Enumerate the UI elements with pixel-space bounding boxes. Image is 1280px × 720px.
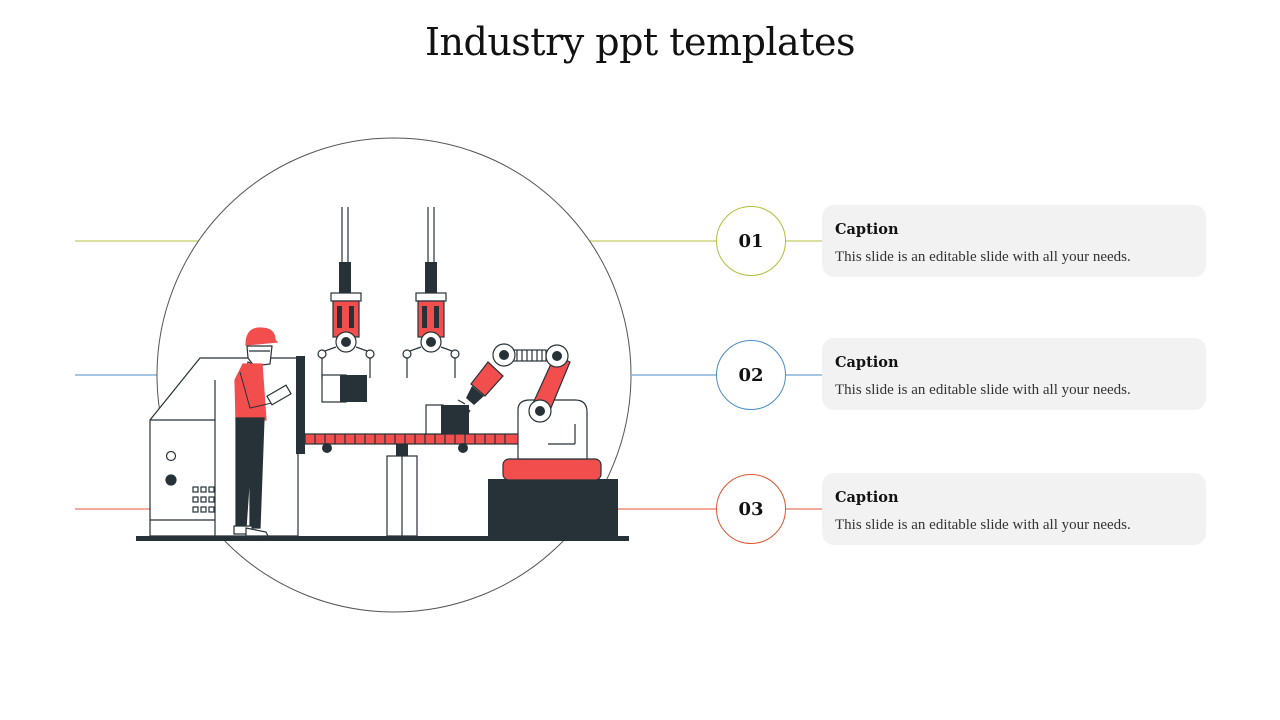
gripper-right — [402, 207, 460, 378]
caption-text: This slide is an editable slide with all… — [835, 382, 1131, 398]
caption-title: Caption — [835, 221, 899, 238]
caption-text: This slide is an editable slide with all… — [835, 249, 1131, 265]
slide-title: Industry ppt templates — [425, 20, 855, 64]
caption-box-01: Caption This slide is an editable slide … — [822, 205, 1206, 277]
floor-line — [136, 536, 629, 541]
machine-panel — [296, 356, 305, 454]
worker — [233, 327, 292, 537]
caption-title: Caption — [835, 489, 899, 506]
caption-text: This slide is an editable slide with all… — [835, 517, 1131, 533]
caption-box-02: Caption This slide is an editable slide … — [822, 338, 1206, 410]
robot-arm — [457, 343, 618, 536]
step-number-01: 01 — [716, 206, 786, 276]
conveyor — [304, 433, 520, 537]
step-number-03: 03 — [716, 474, 786, 544]
boxes — [321, 374, 469, 435]
caption-title: Caption — [835, 354, 899, 371]
gripper-left — [317, 207, 375, 378]
factory-illustration — [136, 207, 629, 541]
keypad — [192, 486, 215, 513]
caption-box-03: Caption This slide is an editable slide … — [822, 473, 1206, 545]
step-number-02: 02 — [716, 340, 786, 410]
